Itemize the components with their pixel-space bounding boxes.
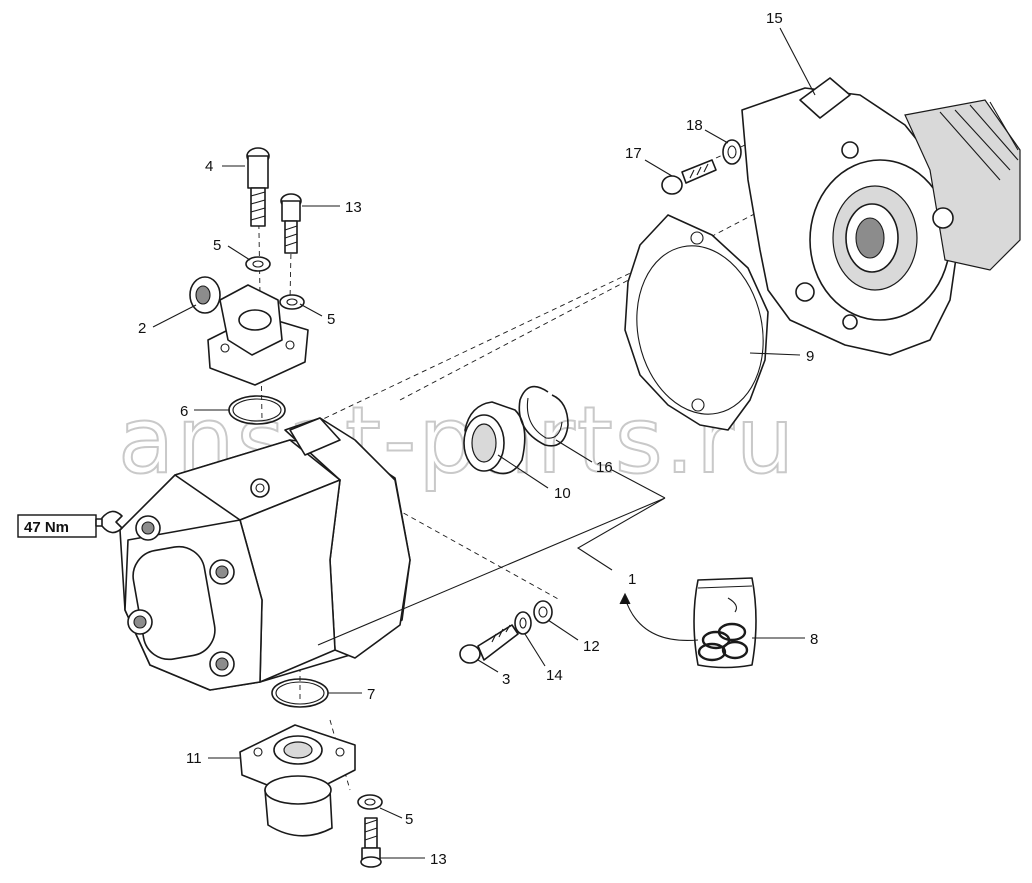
torque-callout: 47 Nm	[17, 510, 123, 538]
callout-5-lower: 5	[405, 811, 413, 828]
elbow-flange-part-2	[189, 276, 309, 386]
callout-17: 17	[625, 145, 642, 162]
callout-1: 1	[628, 571, 636, 588]
callout-2: 2	[138, 320, 146, 337]
callout-15: 15	[766, 10, 783, 27]
callout-7: 7	[367, 686, 375, 703]
pump-body-part-1	[119, 417, 411, 691]
washer-part-5-lower	[357, 794, 383, 810]
callout-13-lower: 13	[430, 851, 447, 868]
wrench-icon	[101, 510, 123, 534]
callout-3: 3	[502, 671, 510, 688]
callout-9: 9	[806, 348, 814, 365]
torque-label: 47 Nm	[24, 519, 69, 536]
bolt-part-4	[246, 147, 270, 227]
washer-part-5-right	[279, 294, 305, 310]
callout-8: 8	[810, 631, 818, 648]
washer-part-12	[533, 600, 553, 624]
callout-6: 6	[180, 403, 188, 420]
callout-11: 11	[186, 750, 202, 767]
callout-labels: 1 2 3 4 5 5 5 6 7 8 9 10 11 12 13 13 14 …	[138, 10, 818, 868]
bolt-part-13-lower	[360, 817, 382, 868]
bolt-part-17	[661, 159, 717, 195]
callout-12: 12	[583, 638, 600, 655]
callout-14: 14	[546, 667, 563, 684]
snap-ring-part-16	[518, 385, 569, 447]
flange-part-11	[239, 724, 356, 837]
callout-16: 16	[596, 459, 613, 476]
callout-13-upper: 13	[345, 199, 362, 216]
bolt-part-3	[459, 624, 519, 664]
callout-5-upper-left: 5	[213, 237, 221, 254]
o-ring-part-7	[271, 678, 329, 708]
gear-teeth	[904, 99, 1021, 271]
callout-5-upper-right: 5	[327, 311, 335, 328]
washer-part-14	[514, 611, 532, 635]
callout-4: 4	[205, 158, 213, 175]
drive-flange-part-15	[741, 77, 1021, 356]
leader-lines	[152, 27, 816, 859]
gasket-part-9	[624, 214, 769, 431]
washer-part-18	[722, 139, 742, 165]
seal-kit-bag-part-8	[693, 577, 757, 669]
washer-part-5-left	[245, 256, 271, 272]
callout-10: 10	[554, 485, 571, 502]
callout-18: 18	[686, 117, 703, 134]
bolt-part-13-upper	[280, 193, 302, 254]
bushing-part-10	[463, 401, 526, 475]
